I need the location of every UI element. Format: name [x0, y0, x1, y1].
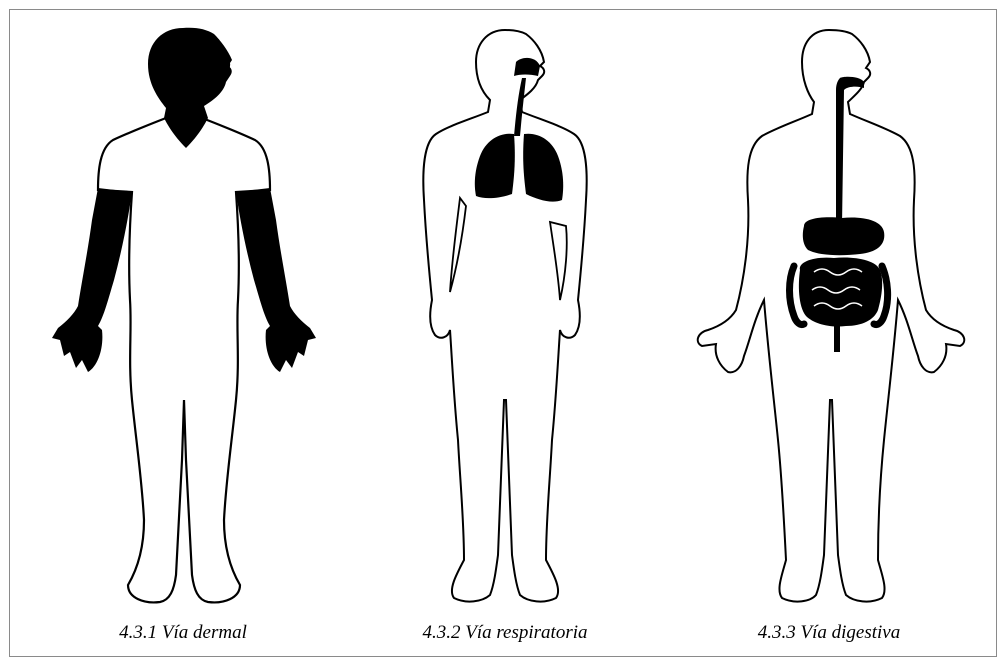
caption-dermal: 4.3.1 Vía dermal — [18, 622, 348, 644]
caption-digestiva: 4.3.3 Vía digestiva — [664, 622, 994, 644]
rectum-organ — [834, 326, 840, 352]
body-outline-respiratoria — [340, 0, 670, 666]
body-outline-digestiva — [664, 0, 994, 666]
stomach-organ — [803, 217, 884, 255]
figure-respiratoria: 4.3.2 Vía respiratoria — [340, 0, 670, 666]
body-silhouette-dermal — [18, 0, 348, 666]
caption-respiratoria: 4.3.2 Vía respiratoria — [340, 622, 670, 644]
figure-dermal: 4.3.1 Vía dermal — [18, 0, 348, 666]
figure-digestiva: 4.3.3 Vía digestiva — [664, 0, 994, 666]
left-arm-skin-exposed — [52, 188, 132, 372]
body-outline — [423, 30, 586, 602]
right-arm-skin-exposed — [236, 188, 316, 372]
